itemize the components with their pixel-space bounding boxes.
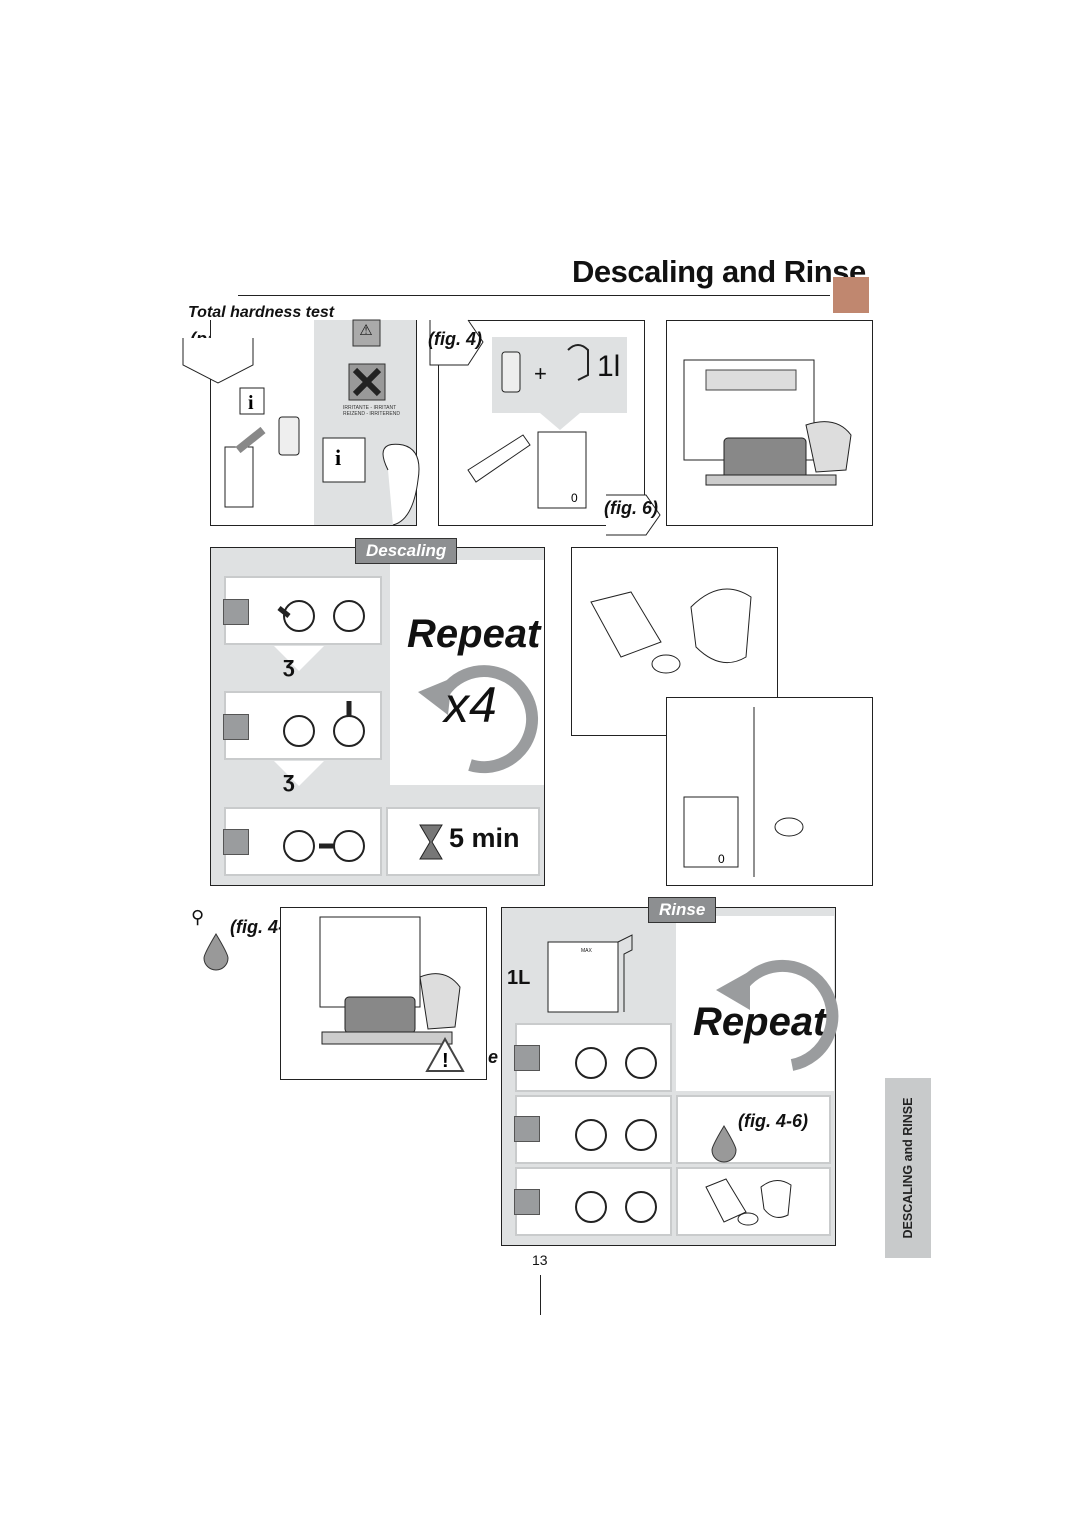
page-number: 13 xyxy=(532,1252,548,1268)
svg-text:!: ! xyxy=(442,1050,449,1072)
rinse-water-amount-label: 1L xyxy=(507,967,531,989)
rinse-knobs xyxy=(575,1047,657,1223)
section-sidebar-tab: DESCALING and RINSE xyxy=(885,1078,931,1258)
power-icon xyxy=(223,829,249,855)
drop-icon xyxy=(203,933,229,971)
warning-icon: ⚠ xyxy=(359,322,373,339)
title-rule xyxy=(238,295,830,296)
footer-rule xyxy=(540,1275,541,1315)
water-tank-illustration xyxy=(547,934,633,1013)
repeat-count-label: x4 xyxy=(444,677,497,733)
tap-icon: ⚲ xyxy=(191,907,205,927)
fig6-label: (fig. 6) xyxy=(604,498,658,518)
max-label: MAX xyxy=(581,948,592,954)
rinse-tab: Rinse xyxy=(648,897,717,923)
step-arrow-2: ʒ xyxy=(283,767,295,792)
fig4-illustration: 0 xyxy=(429,319,661,536)
descaling-repeat-label: Repeat xyxy=(407,612,541,656)
svg-text:i: i xyxy=(335,445,341,470)
rinse-machine-illustration xyxy=(319,916,461,1045)
rinse-power-icon xyxy=(514,1189,540,1215)
warning-sticker-line-2: REIZEND - IRRITEREND xyxy=(343,411,400,417)
water-amount-label: 1l xyxy=(597,350,621,383)
rinse-repeat-arrow-icon xyxy=(716,959,839,1071)
timer-box xyxy=(386,807,540,876)
svg-text:0: 0 xyxy=(571,491,578,505)
page-title: Descaling and Rinse xyxy=(572,254,866,289)
svg-text:0: 0 xyxy=(718,852,725,866)
descaling-knobs xyxy=(274,600,365,862)
rinse-steam-icon xyxy=(514,1116,540,1142)
cup-icon xyxy=(223,599,249,625)
rinse-repeat-label: Repeat xyxy=(693,1000,827,1044)
machine-illustration xyxy=(683,359,852,486)
sidebar-label: DESCALING and RINSE xyxy=(901,1097,915,1239)
svg-text:i: i xyxy=(248,392,254,414)
rinse-cup-icon xyxy=(514,1045,540,1071)
rinse-drain-illustration xyxy=(705,1178,792,1226)
warning-sticker-line-1: IRRITANTE - IRRITANT xyxy=(343,405,397,411)
repeat-arrow-icon xyxy=(418,665,539,774)
timer-label: 5 min xyxy=(449,823,520,853)
rinse-warning-fragment: e xyxy=(488,1047,499,1067)
rinse-fig-box xyxy=(676,1095,831,1164)
plus-sign: + xyxy=(534,361,547,386)
fig4-label: (fig. 4) xyxy=(428,329,482,349)
accent-square xyxy=(833,277,869,313)
step-arrow-1: ʒ xyxy=(283,652,295,677)
rinse-drain-box xyxy=(676,1167,831,1236)
rinse-warning-icon: ! xyxy=(425,1036,465,1072)
rinse-drop-icon xyxy=(711,1125,737,1163)
refill-illustration: 0 xyxy=(683,707,804,877)
hardness-test-illustration: i i xyxy=(182,319,420,526)
steam-icon xyxy=(223,714,249,740)
drain-illustration xyxy=(590,588,752,674)
descaling-tab: Descaling xyxy=(355,538,458,564)
rinse-fig-ref-label-2: (fig. 4-6) xyxy=(738,1111,808,1131)
hardness-test-label: Total hardness test xyxy=(188,304,335,321)
hourglass-icon xyxy=(419,824,443,860)
